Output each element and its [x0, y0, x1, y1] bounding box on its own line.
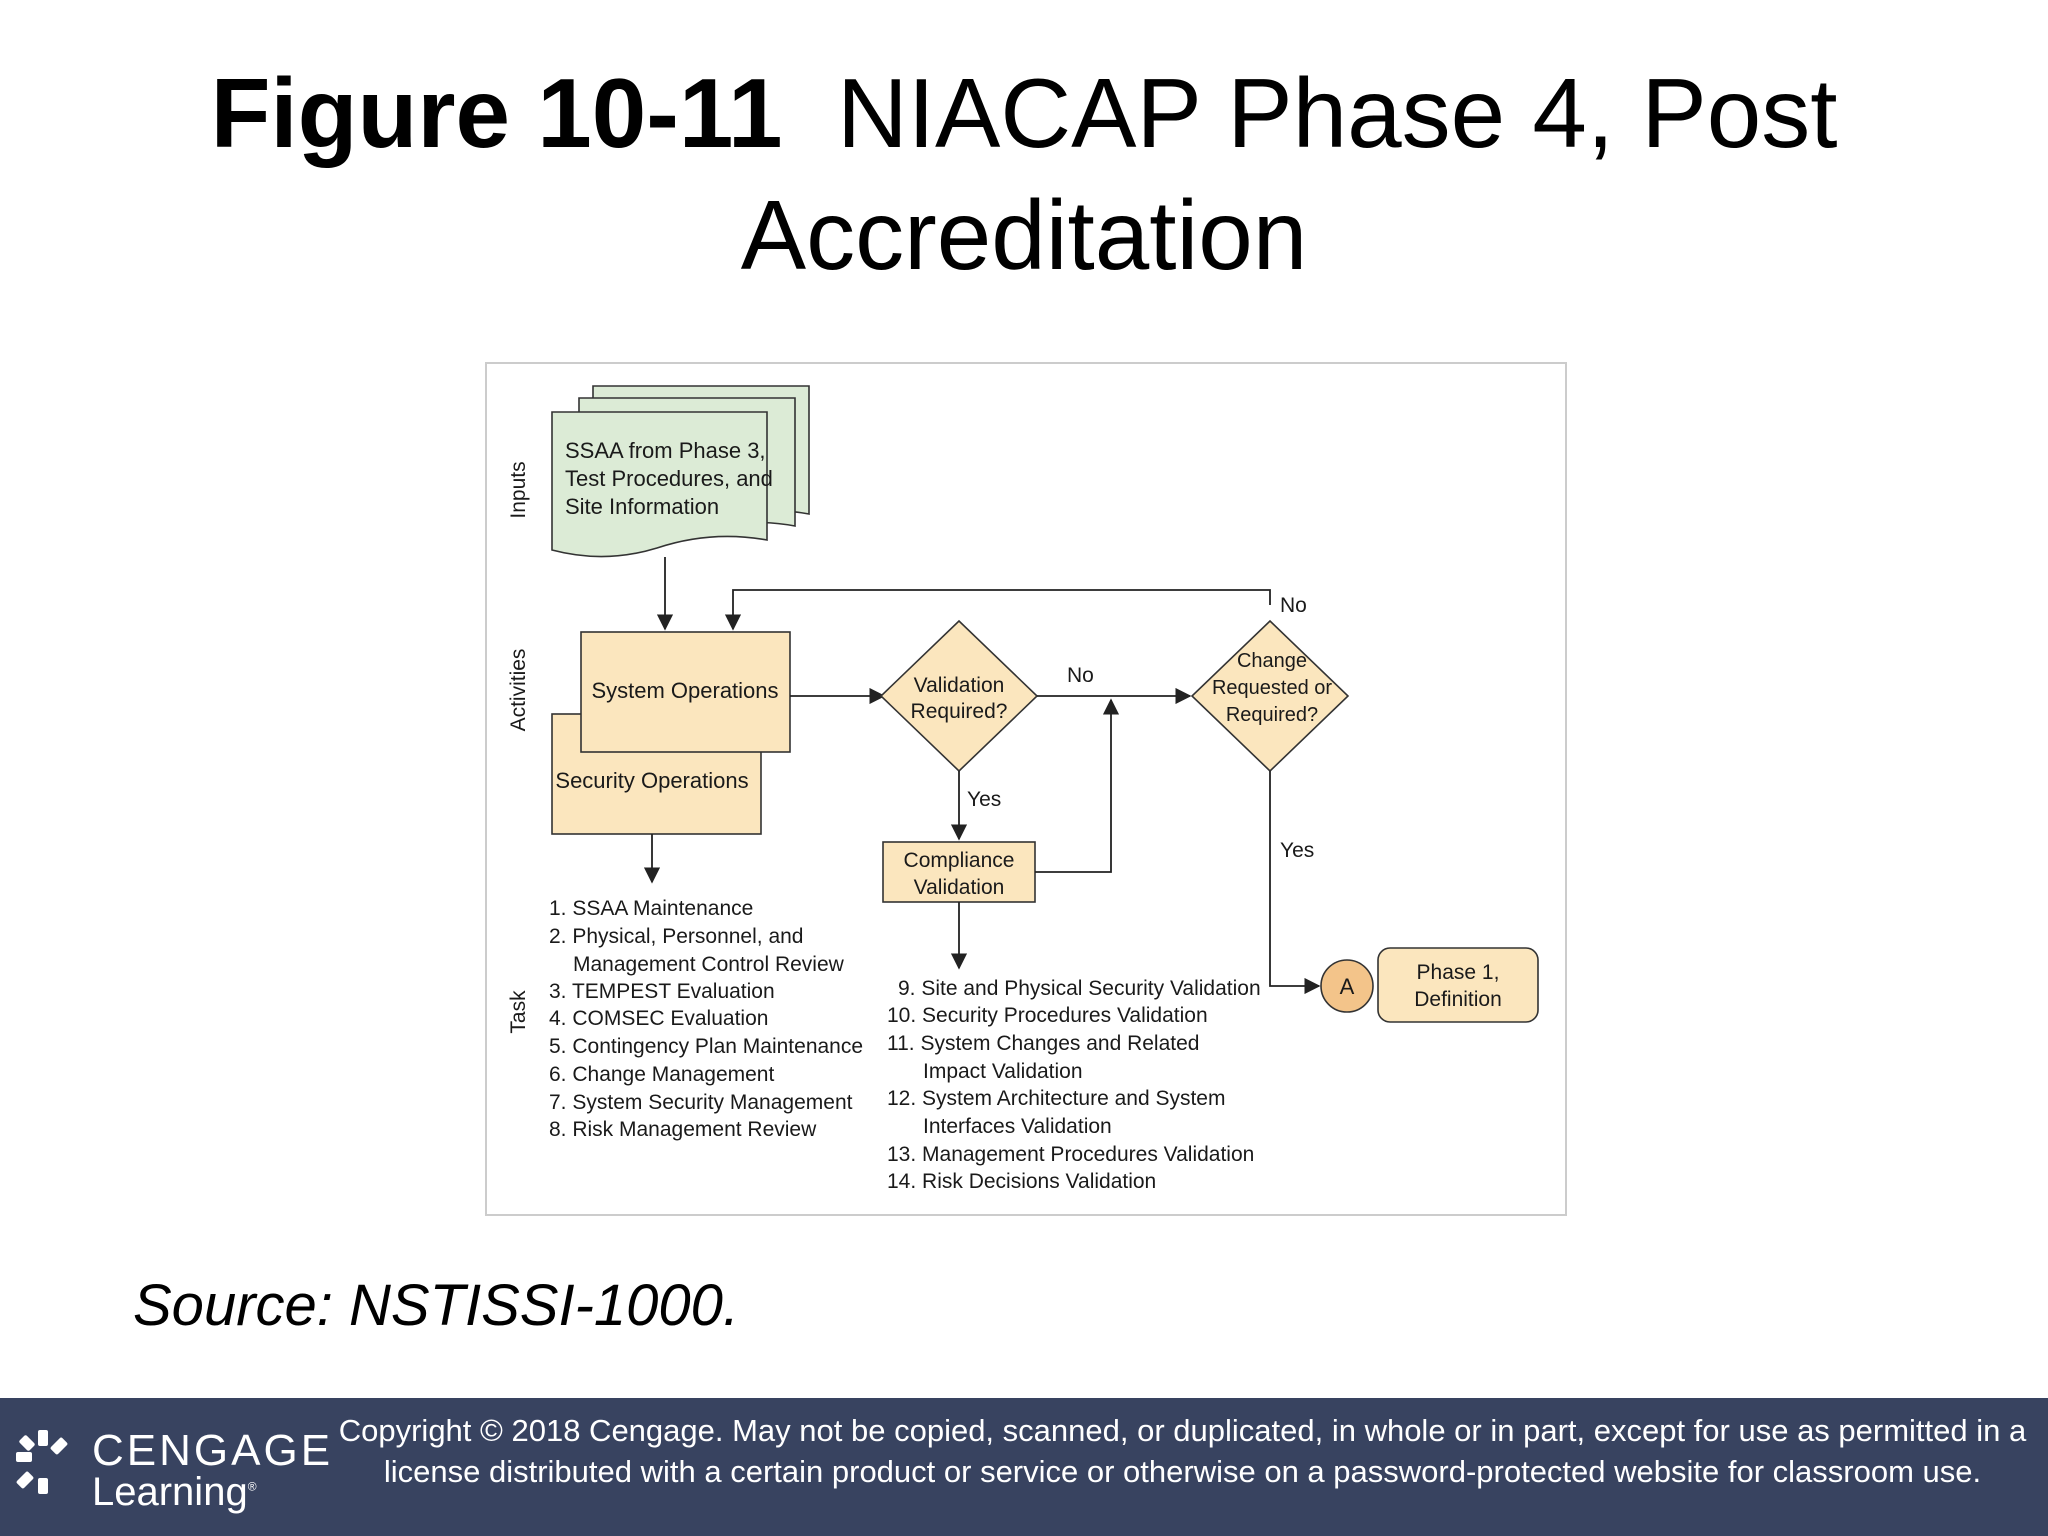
task-item: 14. Risk Decisions Validation	[887, 1170, 1156, 1193]
footer-bar: CENGAGE Learning® Copyright © 2018 Cenga…	[0, 1398, 2048, 1536]
logo-wordmark-bottom: Learning®	[92, 1470, 257, 1514]
validation-diamond-line-2: Required?	[911, 700, 1008, 723]
task-item: 7. System Security Management	[549, 1091, 853, 1114]
title-line-1: NIACAP Phase 4, Post	[836, 58, 1838, 168]
label-yes-right: Yes	[1280, 839, 1314, 862]
page-title: Figure 10-11 NIACAP Phase 4, Post Accred…	[0, 52, 2048, 296]
tasks-right-list: 9. Site and Physical Security Validation…	[887, 977, 1261, 1193]
compliance-validation-box	[882, 841, 1036, 903]
task-item: Interfaces Validation	[923, 1115, 1112, 1138]
system-operations-label: System Operations	[591, 678, 778, 703]
task-item: 4. COMSEC Evaluation	[549, 1007, 768, 1030]
connector-a-label: A	[1340, 974, 1355, 999]
input-document-stack: SSAA from Phase 3, Test Procedures, and …	[551, 385, 810, 558]
validation-diamond-line-1: Validation	[914, 674, 1005, 697]
logo-learning-text: Learning	[92, 1470, 248, 1514]
title-line-2: Accreditation	[740, 180, 1308, 290]
input-doc-line-1: SSAA from Phase 3,	[565, 438, 766, 463]
change-diamond-line-2: Requested or	[1212, 677, 1332, 699]
lane-label-activities: Activities	[507, 649, 530, 732]
figure-label: Figure 10-11	[210, 58, 783, 168]
task-item: 2. Physical, Personnel, and	[549, 925, 803, 948]
input-doc-line-2: Test Procedures, and	[565, 466, 773, 491]
niacap-phase4-diagram: Inputs Activities Task SSAA from Phase 3…	[485, 362, 1567, 1216]
lane-label-inputs: Inputs	[507, 461, 530, 518]
label-yes-mid: Yes	[967, 788, 1001, 811]
phase1-line-1: Phase 1,	[1417, 961, 1500, 984]
cengage-logo-icon	[16, 1430, 68, 1494]
phase1-line-2: Definition	[1414, 988, 1502, 1011]
lane-label-task: Task	[507, 990, 530, 1034]
task-item: 1. SSAA Maintenance	[549, 897, 753, 920]
phase1-definition-box	[1377, 947, 1539, 1023]
change-diamond-line-1: Change	[1237, 650, 1307, 672]
task-item: 13. Management Procedures Validation	[887, 1143, 1254, 1166]
task-item: 6. Change Management	[549, 1063, 774, 1086]
task-item: Management Control Review	[573, 953, 845, 976]
compliance-line-1: Compliance	[904, 849, 1015, 872]
task-item: Impact Validation	[923, 1060, 1083, 1083]
task-item: 5. Contingency Plan Maintenance	[549, 1035, 863, 1058]
label-no-top: No	[1280, 594, 1307, 617]
source-caption: Source: NSTISSI-1000.	[133, 1273, 740, 1338]
security-operations-label: Security Operations	[555, 768, 748, 793]
change-diamond-line-3: Required?	[1226, 704, 1318, 726]
label-no-mid: No	[1067, 664, 1094, 687]
system-operations-box	[580, 631, 791, 753]
task-item: 11. System Changes and Related	[887, 1032, 1199, 1055]
task-item: 12. System Architecture and System	[887, 1087, 1225, 1110]
task-item: 3. TEMPEST Evaluation	[549, 980, 775, 1003]
task-item: 8. Risk Management Review	[549, 1118, 817, 1141]
input-doc-line-3: Site Information	[565, 494, 719, 519]
task-item: 10. Security Procedures Validation	[887, 1004, 1208, 1027]
logo-wordmark-top: CENGAGE	[92, 1426, 334, 1475]
connector-a	[1320, 959, 1374, 1013]
compliance-line-2: Validation	[914, 876, 1005, 899]
copyright-notice: Copyright © 2018 Cengage. May not be cop…	[338, 1413, 2027, 1489]
task-item: 9. Site and Physical Security Validation	[898, 977, 1261, 1000]
tasks-left-list: 1. SSAA Maintenance 2. Physical, Personn…	[549, 897, 863, 1141]
